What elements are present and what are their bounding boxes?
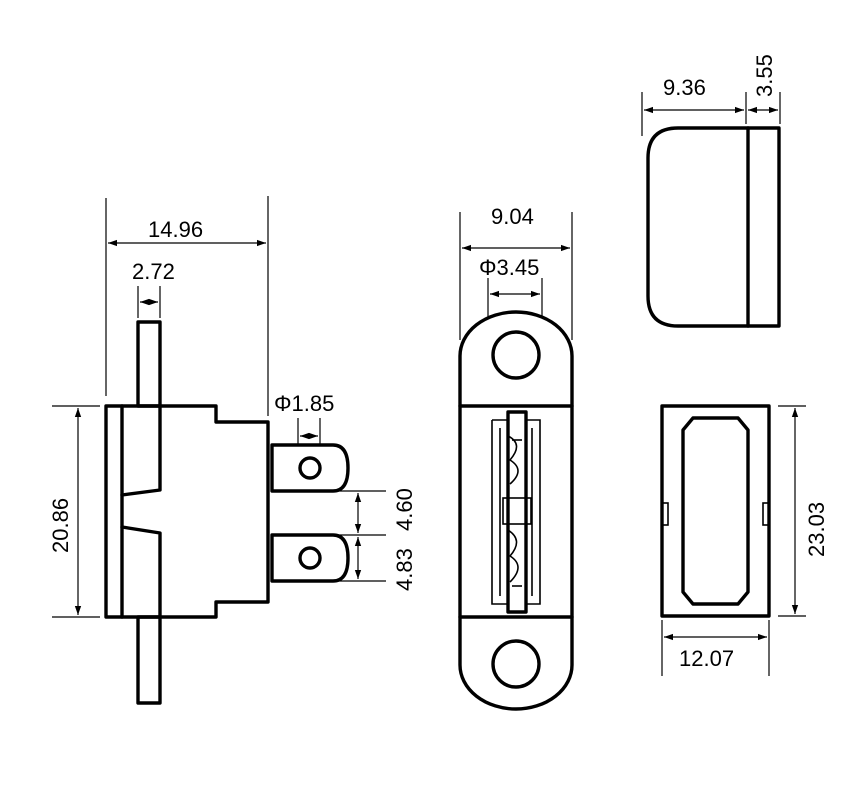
top-body-outline <box>646 126 781 328</box>
end-latch-right <box>762 502 770 526</box>
end-body-outline <box>660 404 771 618</box>
front-body-outline <box>458 310 574 711</box>
side-bottom-post <box>136 615 162 705</box>
front-mount-hole-bottom <box>491 639 541 689</box>
dim-end-height: 23.03 <box>804 502 829 557</box>
front-mount-hole-top <box>491 330 541 380</box>
dim-post-width: 2.72 <box>132 259 175 284</box>
dim-mount-hole: Φ3.45 <box>479 255 539 280</box>
dim-front-width: 9.04 <box>491 204 534 229</box>
front-view: 9.04 Φ3.45 <box>458 204 574 711</box>
end-latch-left <box>661 502 669 526</box>
end-view: 23.03 12.07 <box>660 404 829 676</box>
side-terminal-upper-hole <box>298 456 322 480</box>
top-view: 9.36 3.55 <box>641 54 781 328</box>
dim-body-height: 20.86 <box>48 498 73 553</box>
side-top-post <box>136 320 162 408</box>
end-window <box>681 416 750 606</box>
side-terminal-lower <box>270 533 350 583</box>
side-view: 14.96 2.72 20.86 Φ1.85 4.60 4.83 <box>48 196 417 705</box>
dim-terminal-pitch-lower: 4.83 <box>392 548 417 591</box>
dim-terminal-hole: Φ1.85 <box>274 391 334 416</box>
dim-top-length: 9.36 <box>663 75 706 100</box>
side-terminal-lower-hole <box>298 546 322 570</box>
side-terminal-upper <box>270 443 350 493</box>
dim-rim-thickness: 3.55 <box>752 54 777 97</box>
dim-terminal-pitch-upper: 4.60 <box>392 488 417 531</box>
front-contact-assembly <box>491 410 541 614</box>
side-notch <box>120 404 162 619</box>
dim-end-width: 12.07 <box>679 646 734 671</box>
dim-overall-width: 14.96 <box>148 217 203 242</box>
side-body-outline <box>104 404 270 619</box>
